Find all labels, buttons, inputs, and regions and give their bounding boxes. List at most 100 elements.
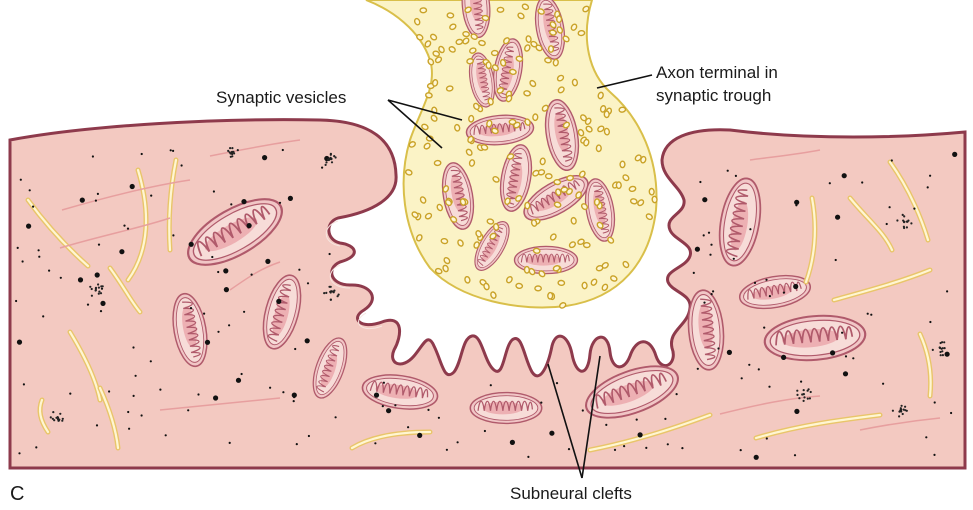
vesicle-icon [524, 118, 531, 126]
vesicle-icon [487, 97, 494, 106]
granule [726, 169, 729, 172]
granule [35, 446, 38, 449]
glycogen-cluster-icon [324, 163, 327, 166]
vesicle-icon [464, 6, 472, 14]
vesicle-icon [532, 247, 541, 254]
glycogen-cluster-icon [329, 152, 332, 155]
glycogen-cluster-icon [323, 292, 326, 295]
glycogen-cluster-icon [99, 292, 103, 295]
vesicle-icon [489, 232, 497, 240]
granule [800, 380, 803, 383]
granule [929, 174, 932, 177]
granule [248, 223, 251, 226]
vesicle-icon [615, 181, 622, 190]
granule [189, 307, 193, 310]
granule [793, 454, 797, 457]
granule [710, 243, 713, 246]
tubule-core [68, 330, 102, 402]
glycogen-cluster-icon [903, 221, 906, 224]
glycogen-cluster-icon [802, 389, 805, 392]
granule [681, 447, 684, 450]
vesicle-icon [577, 128, 585, 137]
granule [295, 443, 298, 446]
tubule-core [98, 386, 120, 450]
granule [217, 270, 220, 274]
vesicle-icon [404, 169, 413, 176]
vesicle-icon [575, 191, 582, 199]
vesicle-icon [431, 79, 439, 87]
vesicle-icon [553, 178, 562, 186]
vesicle-icon [515, 55, 524, 62]
tubule-core [126, 168, 148, 282]
vesicle-icon [442, 185, 450, 193]
granule [100, 300, 106, 306]
granule [841, 173, 847, 179]
vesicle-icon [544, 57, 552, 64]
tubule-core [754, 413, 882, 440]
glycogen-cluster-icon [325, 291, 328, 294]
granule [42, 315, 45, 318]
glycogen-cluster-icon [931, 348, 934, 351]
leader-vesicles-1 [387, 99, 463, 121]
granule [765, 278, 768, 281]
granule [753, 281, 757, 284]
glycogen-cluster-icon [231, 147, 234, 150]
granule [22, 383, 25, 386]
granule [127, 410, 130, 414]
granule [793, 283, 799, 290]
glycogen-cluster-icon [336, 295, 339, 298]
tubule-core [588, 413, 712, 452]
glycogen-cluster-icon [939, 350, 942, 354]
glycogen-cluster-icon [227, 149, 230, 152]
vesicle-icon [429, 33, 438, 41]
vesicle-icon [648, 187, 655, 196]
vesicle-icon [462, 30, 470, 38]
glycogen-cluster-icon [943, 347, 946, 350]
vesicle-icon [534, 285, 542, 292]
vesicle-icon [473, 102, 480, 111]
granule [243, 310, 246, 313]
vesicle-icon [577, 238, 585, 246]
glycogen-cluster-icon [904, 405, 907, 408]
vesicle-icon [505, 94, 513, 103]
vesicle-icon [496, 87, 505, 94]
granule [567, 448, 571, 451]
vesicle-icon [553, 201, 562, 208]
granule [321, 166, 324, 169]
vesicle-icon [596, 221, 604, 229]
vesicle-icon [419, 196, 427, 204]
glycogen-cluster-icon [905, 226, 909, 229]
vesicle-icon [481, 14, 490, 22]
granule [307, 434, 310, 438]
vesicle-icon [556, 26, 564, 34]
vesicle-icon [440, 237, 449, 245]
granule [834, 258, 837, 262]
granule [28, 189, 31, 192]
granule [293, 396, 296, 399]
granule [77, 277, 84, 283]
vesicle-icon [508, 118, 517, 126]
glycogen-cluster-icon [327, 158, 330, 162]
glycogen-cluster-icon [94, 287, 97, 290]
vesicle-icon [486, 218, 495, 225]
vesicle-icon [515, 282, 524, 290]
glycogen-cluster-icon [229, 152, 232, 155]
vesicle-icon [525, 35, 532, 43]
myofilament [209, 139, 301, 157]
glycogen-cluster-icon [896, 219, 899, 222]
granule [717, 347, 720, 350]
leader-lines [387, 74, 653, 479]
granule [140, 414, 143, 417]
vesicle-icon [434, 56, 443, 64]
vesicle-icon [444, 199, 453, 207]
vesicle-icon [424, 212, 433, 220]
granule [334, 416, 337, 419]
myofilament [159, 397, 281, 411]
granule [702, 234, 705, 237]
granule [269, 386, 272, 389]
glycogen-cluster-icon [329, 298, 332, 301]
granule [48, 269, 51, 272]
granule [100, 287, 104, 290]
generated-elements [15, 0, 958, 460]
vesicle-icon [524, 201, 531, 210]
